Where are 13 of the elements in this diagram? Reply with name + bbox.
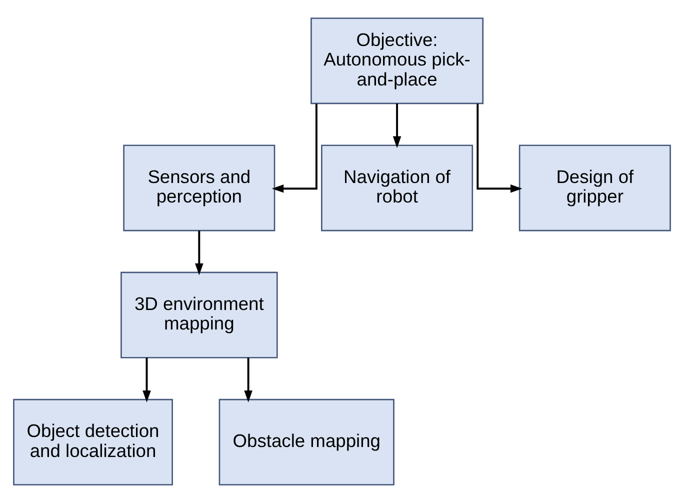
node-box: Objective: Autonomous pick-and-place: [310, 17, 484, 104]
node-box: 3D environment mapping: [120, 271, 278, 358]
arrow: [195, 230, 204, 275]
arrow: [476, 103, 522, 192]
node-box: Obstacle mapping: [218, 398, 394, 485]
node-box: Object detection and localization: [13, 398, 173, 485]
arrow: [272, 103, 318, 192]
node-box: Design of gripper: [518, 144, 671, 231]
arrow: [392, 103, 402, 148]
arrow: [244, 357, 252, 402]
arrow: [142, 357, 151, 402]
node-box: Navigation of robot: [321, 144, 474, 231]
node-box: Sensors and perception: [123, 144, 276, 231]
